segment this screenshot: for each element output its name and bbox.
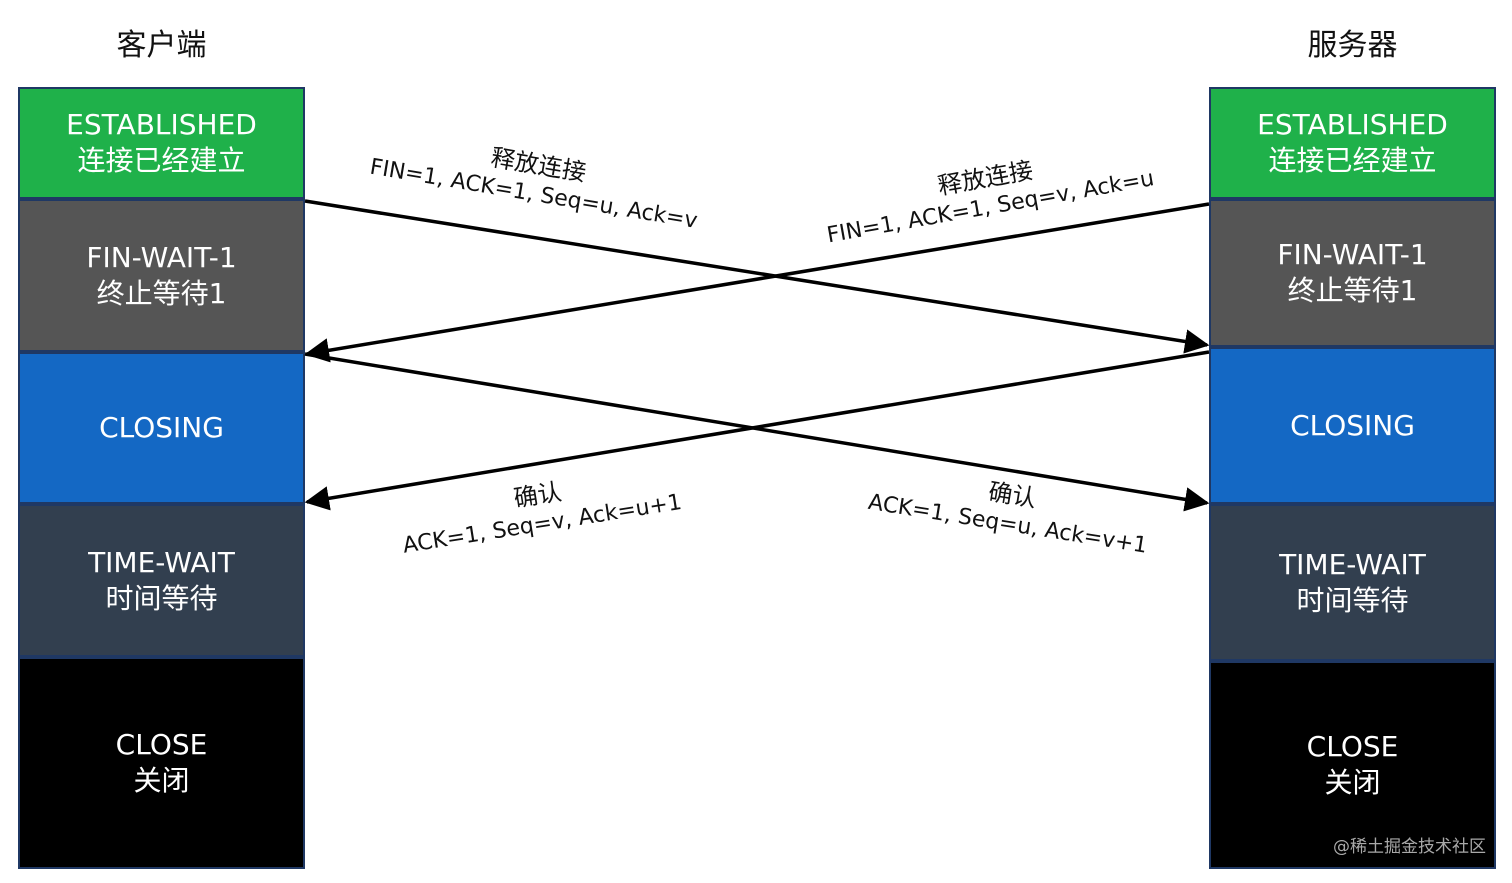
server-state-closing: CLOSING <box>1209 347 1496 504</box>
server-state-time-wait-en: TIME-WAIT <box>1279 547 1426 581</box>
server-title: 服务器 <box>1307 28 1398 63</box>
client-state-close: CLOSE 关闭 <box>18 657 305 869</box>
server-state-fin-wait-1-en: FIN-WAIT-1 <box>1277 238 1428 271</box>
client-state-time-wait: TIME-WAIT 时间等待 <box>18 504 305 657</box>
server-state-fin-wait-1-zh: 终止等待1 <box>1287 274 1418 307</box>
server-state-established: ESTABLISHED 连接已经建立 <box>1209 87 1496 199</box>
server-state-time-wait-zh: 时间等待 <box>1296 583 1409 617</box>
client-state-established-en: ESTABLISHED <box>66 108 257 141</box>
server-state-close-zh: 关闭 <box>1324 766 1381 799</box>
client-state-established: ESTABLISHED 连接已经建立 <box>18 87 305 199</box>
client-state-closing-en: CLOSING <box>99 411 224 444</box>
client-state-close-en: CLOSE <box>115 728 208 761</box>
server-state-established-en: ESTABLISHED <box>1257 108 1448 141</box>
client-state-fin-wait-1: FIN-WAIT-1 终止等待1 <box>18 199 305 352</box>
server-state-closing-en: CLOSING <box>1290 408 1415 442</box>
client-state-fin-wait-1-en: FIN-WAIT-1 <box>86 240 237 274</box>
client-state-time-wait-en: TIME-WAIT <box>88 545 235 579</box>
client-state-fin-wait-1-zh: 终止等待1 <box>96 276 227 310</box>
server-state-time-wait: TIME-WAIT 时间等待 <box>1209 504 1496 661</box>
watermark: @稀土掘金技术社区 <box>1333 837 1486 857</box>
client-state-established-zh: 连接已经建立 <box>77 144 246 177</box>
client-state-closing: CLOSING <box>18 352 305 504</box>
arrow-server-ack <box>304 350 1210 511</box>
server-state-established-zh: 连接已经建立 <box>1268 144 1437 177</box>
arrow-client-fin <box>304 199 1210 354</box>
client-title: 客户端 <box>116 28 207 63</box>
client-state-time-wait-zh: 时间等待 <box>105 581 218 615</box>
server-state-close: CLOSE 关闭 <box>1209 661 1496 869</box>
arrow-server-fin <box>304 202 1210 363</box>
server-state-close-en: CLOSE <box>1306 730 1399 763</box>
client-state-close-zh: 关闭 <box>133 764 190 797</box>
server-state-fin-wait-1: FIN-WAIT-1 终止等待1 <box>1209 199 1496 347</box>
